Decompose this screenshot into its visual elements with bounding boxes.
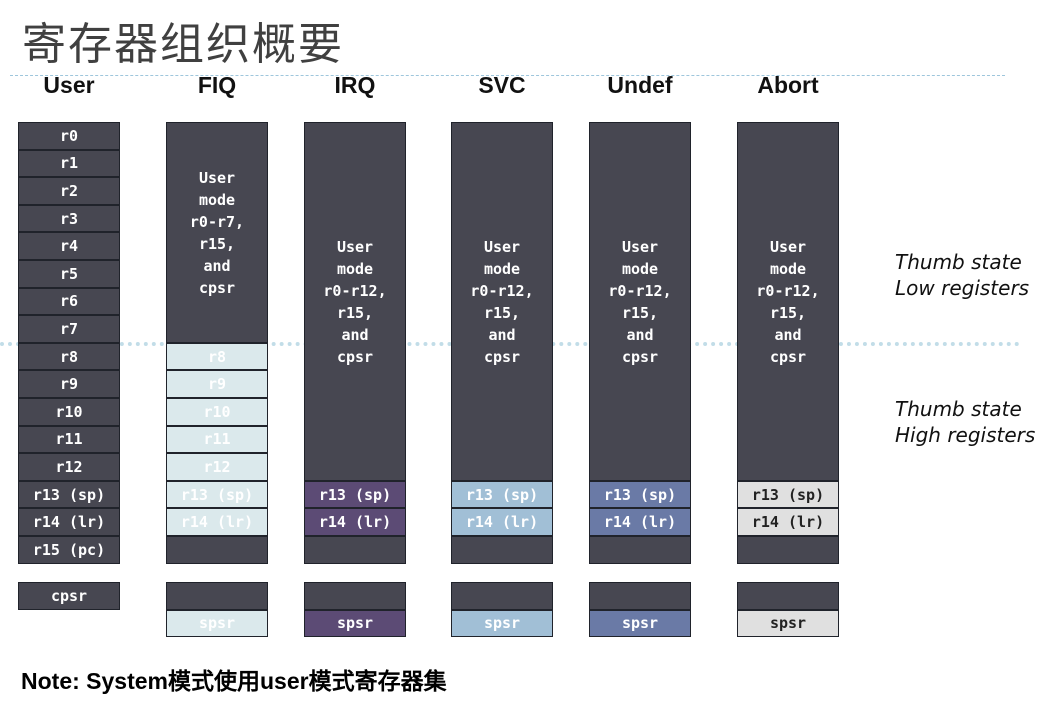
fiq-r15-slot bbox=[166, 536, 268, 564]
register-r14-lr: r14 (lr) bbox=[18, 508, 120, 536]
irq-spsr: spsr bbox=[304, 609, 406, 638]
abort-r15-slot bbox=[737, 536, 839, 564]
undef-spsr: spsr bbox=[589, 609, 691, 638]
register-r12: r12 bbox=[18, 453, 120, 481]
fiq-banked-r10: r10 bbox=[166, 398, 268, 426]
undef-r15-slot bbox=[589, 536, 691, 564]
undef-cpsr-slot bbox=[589, 582, 691, 610]
mode-header-svc: SVC bbox=[478, 72, 526, 98]
irq-banked-r14-lr: r14 (lr) bbox=[304, 508, 406, 536]
title-divider bbox=[10, 75, 1005, 76]
register-r6: r6 bbox=[18, 287, 120, 316]
register-r0: r0 bbox=[18, 122, 120, 150]
slide-title: 寄存器组织概要 bbox=[22, 19, 344, 70]
irq-r15-slot bbox=[304, 536, 406, 564]
mode-header-undef: Undef bbox=[607, 72, 673, 98]
register-r4: r4 bbox=[18, 232, 120, 260]
fiq-banked-r13-sp: r13 (sp) bbox=[166, 480, 268, 509]
svc-cpsr-slot bbox=[451, 582, 553, 610]
register-r10: r10 bbox=[18, 398, 120, 426]
fiq-banked-r8: r8 bbox=[166, 342, 268, 371]
svc-r15-slot bbox=[451, 536, 553, 564]
register-r15-pc: r15 (pc) bbox=[18, 536, 120, 564]
fiq-banked-r14-lr: r14 (lr) bbox=[166, 508, 268, 536]
register-cpsr: cpsr bbox=[18, 582, 120, 610]
mode-header-user: User bbox=[43, 72, 95, 98]
mode-header-fiq: FIQ bbox=[197, 72, 237, 98]
register-r7: r7 bbox=[18, 315, 120, 343]
register-r5: r5 bbox=[18, 260, 120, 288]
abort-banked-r14-lr: r14 (lr) bbox=[737, 508, 839, 536]
svc-banked-r14-lr: r14 (lr) bbox=[451, 508, 553, 536]
abort-cpsr-slot bbox=[737, 582, 839, 610]
register-r11: r11 bbox=[18, 425, 120, 454]
register-r13-sp: r13 (sp) bbox=[18, 480, 120, 509]
register-r1: r1 bbox=[18, 149, 120, 178]
fiq-cpsr-slot bbox=[166, 582, 268, 610]
mode-header-irq: IRQ bbox=[334, 72, 376, 98]
register-r9: r9 bbox=[18, 370, 120, 398]
register-r3: r3 bbox=[18, 204, 120, 233]
undef-banked-r14-lr: r14 (lr) bbox=[589, 508, 691, 536]
irq-cpsr-slot bbox=[304, 582, 406, 610]
irq-banked-r13-sp: r13 (sp) bbox=[304, 480, 406, 509]
register-r2: r2 bbox=[18, 177, 120, 205]
fiq-banked-r12: r12 bbox=[166, 453, 268, 481]
abort-spsr: spsr bbox=[737, 609, 839, 638]
svc-banked-r13-sp: r13 (sp) bbox=[451, 480, 553, 509]
abort-banked-r13-sp: r13 (sp) bbox=[737, 480, 839, 509]
fiq-spsr: spsr bbox=[166, 609, 268, 638]
fiq-banked-r9: r9 bbox=[166, 370, 268, 398]
undef-banked-r13-sp: r13 (sp) bbox=[589, 480, 691, 509]
system-mode-note: Note: System模式使用user模式寄存器集 bbox=[21, 668, 447, 694]
register-r8: r8 bbox=[18, 342, 120, 371]
fiq-banked-r11: r11 bbox=[166, 425, 268, 454]
mode-header-abort: Abort bbox=[757, 72, 819, 98]
svc-spsr: spsr bbox=[451, 609, 553, 638]
